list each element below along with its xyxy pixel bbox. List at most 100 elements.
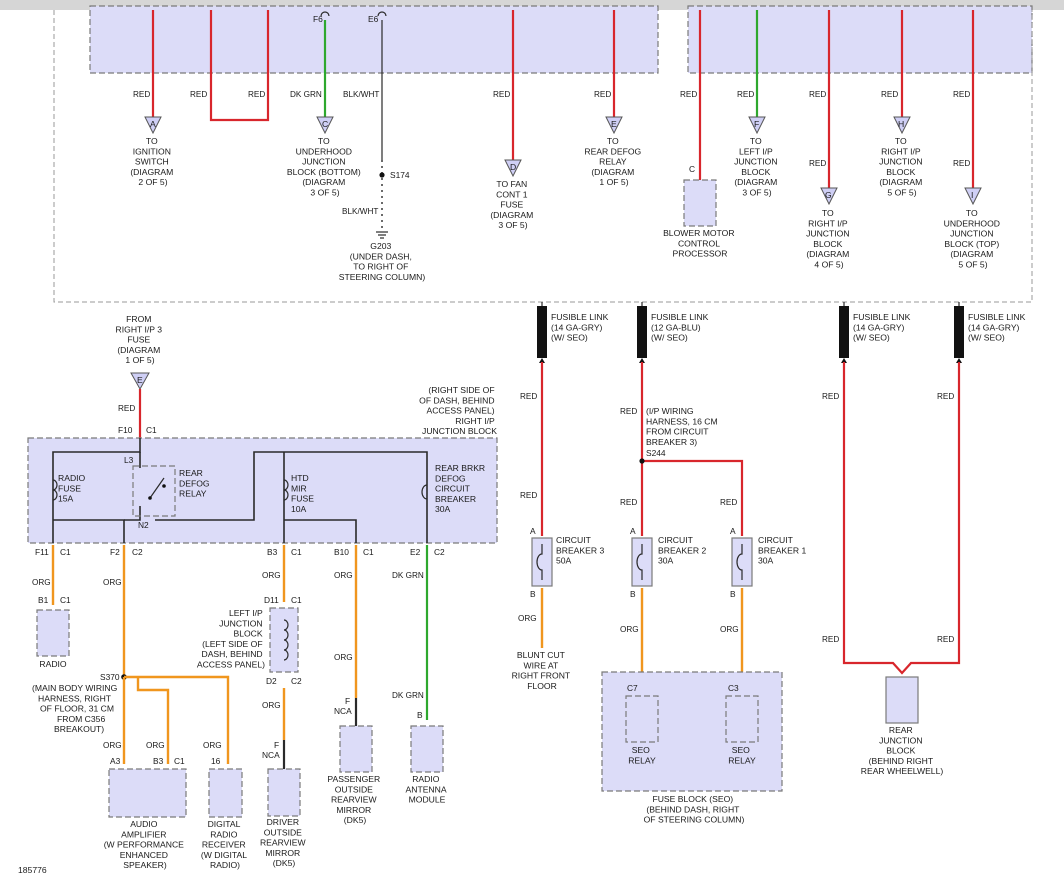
fusible-link-4-icon [954,306,964,358]
blower-motor-processor-box [683,179,717,227]
audio-amplifier-label: AUDIO AMPLIFIER (W PERFORMANCE ENHANCED … [104,819,187,870]
connector-f-triangle: F [748,116,766,135]
htd-mir-fuse-label: HTD MIR FUSE 10A [291,473,316,514]
radio-fuse-icon [52,479,58,501]
to-right-ip-jb-4-label: TO RIGHT I/P JUNCTION BLOCK (DIAGRAM 4 O… [806,208,852,270]
passenger-mirror-box [339,725,373,773]
wire-label: RED [248,90,265,99]
pin-f6: F6 [313,14,323,24]
wire-red-loop [209,10,270,122]
pin-n2: N2 [138,520,149,530]
connector-g-triangle: G [820,187,838,206]
pin-e2: E2 [410,547,421,557]
to-left-ip-jb-label: TO LEFT I/P JUNCTION BLOCK (DIAGRAM 3 OF… [734,136,780,198]
right-ip-junction-block-label: (RIGHT SIDE OF OF DASH, BEHIND ACCESS PA… [419,385,497,436]
blower-pin-c: C [689,164,695,174]
wire-label: DK GRN [392,691,424,700]
wire-label: RED [737,90,754,99]
passenger-mirror-label: PASSENGER OUTSIDE REARVIEW MIRROR (DK5) [327,774,382,825]
pin-f2: F2 [110,547,120,557]
svg-text:C: C [322,119,328,129]
wire-label: ORG [146,741,165,750]
pin-e6: E6 [368,14,379,24]
wire-label: ORG [518,614,537,623]
pin-c2: C2 [132,547,143,557]
pin-b3: B3 [267,547,278,557]
left-ip-junction-block [269,607,299,673]
wire-label: ORG [262,701,281,710]
wire-label: RED [620,498,637,507]
wire-label: ORG [103,578,122,587]
pin-f: F [345,696,350,706]
pin-c1: C1 [60,595,71,605]
seo-relay-right-box [725,695,759,743]
pin-a3: A3 [110,756,121,766]
fusible-link-1-label: FUSIBLE LINK (14 GA-GRY) (W/ SEO) [551,312,611,343]
svg-text:G: G [825,190,832,200]
circuit-breaker-1-box [731,537,753,587]
circuit-breaker-icon [421,484,428,500]
ground-icon [376,231,388,239]
driver-mirror-box [267,768,301,817]
fusible-link-3-label: FUSIBLE LINK (14 GA-GRY) (W/ SEO) [853,312,913,343]
breaker-1-icon [736,544,743,580]
pin-c1: C1 [146,425,157,435]
s370-note-label: (MAIN BODY WIRING HARNESS, RIGHT OF FLOO… [32,683,120,734]
seo-relay-left-label: SEO RELAY [628,745,656,765]
left-jb-fuse-icon [283,619,289,661]
pin-b: B [530,589,536,599]
fusible-link-1-icon [537,306,547,358]
pin-d2: D2 [266,676,277,686]
circuit-breaker-2-box [631,537,653,587]
top-scrollbar [0,0,1064,10]
audio-amplifier-box [108,768,187,818]
wire-label: ORG [620,625,639,634]
pin-c1: C1 [363,547,374,557]
wire-label: RED [822,392,839,401]
splice-s174-label: S174 [390,170,410,180]
wire-label: RED [680,90,697,99]
svg-text:D: D [510,162,516,172]
pin-a: A [630,526,636,536]
wire-label: RED [620,407,637,416]
fusible-link-4-label: FUSIBLE LINK (14 GA-GRY) (W/ SEO) [968,312,1028,343]
wire-label: ORG [334,571,353,580]
blower-motor-label: BLOWER MOTOR CONTROL PROCESSOR [663,228,737,259]
connector-c-triangle: C [316,116,334,135]
splice-s174-dot [379,172,385,178]
wire-label: RED [720,498,737,507]
wire-label: RED [118,404,135,413]
splice-s370-label: S370 [100,672,120,682]
pin-f11: F11 [35,547,49,557]
fusible-link-3-icon [839,306,849,358]
svg-text:H: H [898,119,904,129]
from-right-ip-3-fuse-label: FROM RIGHT I/P 3 FUSE (DIAGRAM 1 OF 5) [116,314,165,365]
svg-text:E: E [611,119,617,129]
to-rear-defog-relay-label: TO REAR DEFOG RELAY (DIAGRAM 1 OF 5) [584,136,643,187]
jb-bus-b10 [284,519,357,543]
pin-b: B [630,589,636,599]
pin-c7: C7 [627,683,638,693]
wire-label: ORG [334,653,353,662]
wire-label: ORG [720,625,739,634]
circuit-breaker-3-box [531,537,553,587]
fuse-block-seo-label: FUSE BLOCK (SEO) (BEHIND DASH, RIGHT OF … [644,794,745,825]
driver-mirror-label: DRIVER OUTSIDE REARVIEW MIRROR (DK5) [260,817,308,868]
rear-junction-block-label: REAR JUNCTION BLOCK (BEHIND RIGHT REAR W… [861,725,944,776]
ground-g203-label: G203 (UNDER DASH, TO RIGHT OF STEERING C… [339,241,426,282]
to-ignition-switch-label: TO IGNITION SWITCH (DIAGRAM 2 OF 5) [130,136,175,187]
wire-label: RED [953,90,970,99]
connector-e-triangle-left: E [130,372,150,391]
wire-red-cb1 [642,459,744,536]
pin-nca: NCA [334,706,352,716]
wire-label: ORG [32,578,51,587]
pin-c1: C1 [291,547,302,557]
pin-b: B [730,589,736,599]
pin-b10: B10 [334,547,349,557]
wire-org-digital-radio [124,675,230,764]
wire-label: RED [493,90,510,99]
breaker-2-icon [636,544,643,580]
connector-h-triangle: H [893,116,911,135]
